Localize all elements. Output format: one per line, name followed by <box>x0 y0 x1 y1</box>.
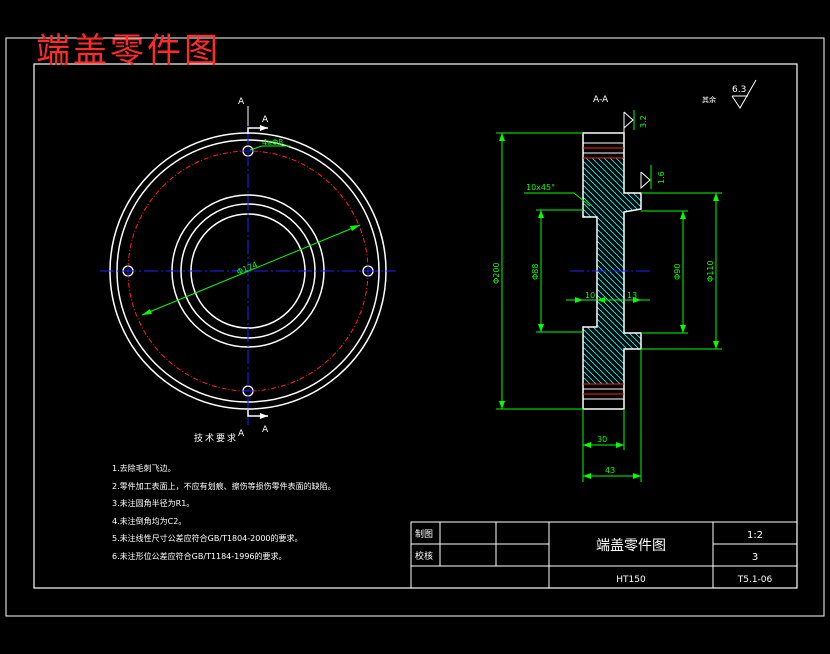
roughness-3-2-label: 3.2 <box>639 115 648 128</box>
hatch-line <box>583 207 641 299</box>
tech-req-title: 技术要求 <box>194 434 239 444</box>
arrowhead <box>633 297 641 303</box>
dim-bore-label: Φ88 <box>531 264 540 280</box>
hatch-line <box>583 363 641 384</box>
front-view: A A A A Φ174 4xΦ8 <box>100 97 396 439</box>
hatch-line <box>583 158 641 227</box>
dim-43-label: 43 <box>605 466 615 475</box>
hatch-line <box>583 158 641 209</box>
hatch-line <box>583 158 641 239</box>
pcd-arrowhead-a <box>142 309 152 315</box>
hatch-line <box>583 183 641 275</box>
section-mark-top-left: A <box>238 97 245 107</box>
hatch-line <box>583 237 641 329</box>
holes-leader <box>249 145 290 151</box>
tech-req-item: 2.零件加工表面上，不应有划痕、擦伤等损伤零件表面的缺陷。 <box>112 481 336 491</box>
drawing-code: T5.1-06 <box>737 575 773 585</box>
hatch-line <box>583 158 641 245</box>
tech-req-item: 4.未注倒角均为C2。 <box>112 516 187 526</box>
arrowhead <box>633 473 641 479</box>
roughness-symbol-1-6 <box>640 171 651 190</box>
hatch-line <box>583 158 641 233</box>
hatch-line <box>583 158 641 215</box>
hatch-line <box>583 321 641 384</box>
tech-req-item: 1.去除毛刺飞边。 <box>112 464 176 473</box>
arrowhead <box>575 297 583 303</box>
dim-hub-label: Φ90 <box>673 264 682 280</box>
section-mark-top-right: A <box>262 115 269 125</box>
hatch-line <box>583 171 641 263</box>
roughness-symbol-3-2 <box>623 111 634 130</box>
roughness-symbol <box>731 79 757 109</box>
quantity-value: 3 <box>752 552 758 563</box>
title-block <box>410 521 798 589</box>
hatch-line <box>583 315 641 384</box>
dim-outer-label: Φ200 <box>492 262 501 284</box>
arrowhead <box>616 442 624 448</box>
hatch-line <box>583 177 641 269</box>
hatch-line <box>583 195 641 287</box>
section-arrowhead-bottom <box>260 413 268 419</box>
roughness-1-6-label: 1.6 <box>657 171 666 184</box>
tech-req-item: 6.未注形位公差应符合GB/T1184-1996的要求。 <box>112 551 287 561</box>
section-arrowhead-top <box>260 125 268 131</box>
section-mark-bottom-left: A <box>238 429 245 439</box>
arrowhead <box>538 324 544 332</box>
dim-30-label: 30 <box>597 435 607 444</box>
arrowhead <box>499 401 505 409</box>
pcd-dimension-line <box>141 224 361 316</box>
hatch-line <box>583 357 641 384</box>
hatch-line <box>583 165 641 257</box>
arrowhead <box>713 341 719 349</box>
hatch-line <box>583 327 641 384</box>
hatch-line <box>583 158 641 221</box>
title-block-frame <box>410 521 798 589</box>
holes-label: 4xΦ8 <box>262 138 283 147</box>
tech-req-list: 1.去除毛刺飞边。 2.零件加工表面上，不应有划痕、擦伤等损伤零件表面的缺陷。 … <box>112 460 336 565</box>
tech-req-item: 5.未注线性尺寸公差应符合GB/T1804-2000的要求。 <box>112 534 303 543</box>
arrowhead <box>499 133 505 141</box>
hatch-line <box>583 333 641 384</box>
hatch-line <box>583 339 641 384</box>
arrowhead <box>680 211 686 219</box>
drawing-title: 端盖零件图 <box>36 31 221 71</box>
section-view-title: A-A <box>593 95 609 105</box>
hatch-line <box>583 159 641 251</box>
arrowhead <box>583 442 591 448</box>
label-checked: 校核 <box>415 550 433 562</box>
pcd-arrowhead-b <box>350 225 360 231</box>
tech-req-item: 3.未注圆角半径为R1。 <box>112 499 195 508</box>
part-name: 端盖零件图 <box>596 538 666 554</box>
outer-border <box>5 37 825 617</box>
pcd-label: Φ174 <box>235 260 258 276</box>
roughness-value: 6.3 <box>732 85 746 95</box>
arrowhead <box>680 325 686 333</box>
dim-spigot-label: Φ110 <box>706 260 715 282</box>
arrowhead <box>713 193 719 201</box>
dim-10-label: 10 <box>585 291 595 300</box>
roughness-rest-label: 其余 <box>702 95 716 104</box>
dim-13-label: 13 <box>627 291 637 300</box>
label-drawn: 制图 <box>415 528 433 540</box>
scale-value: 1:2 <box>747 530 763 541</box>
section-view: A-A 其余 6.3 Φ200 Φ88 1 <box>492 79 757 482</box>
chamfer-leader <box>524 192 591 207</box>
chamfer-label: 10x45° <box>526 183 555 192</box>
hatch-line <box>583 213 641 305</box>
hatch-line <box>583 219 641 311</box>
arrowhead <box>538 210 544 218</box>
hatch-line <box>583 351 641 384</box>
hatch-line <box>583 189 641 281</box>
hatch-line <box>583 243 641 335</box>
material-value: HT150 <box>616 575 646 585</box>
hatch-line <box>583 345 641 384</box>
hatch-line <box>583 231 641 323</box>
arrowhead <box>583 473 591 479</box>
section-mark-bottom-right: A <box>262 425 269 435</box>
arrowhead <box>597 297 605 303</box>
